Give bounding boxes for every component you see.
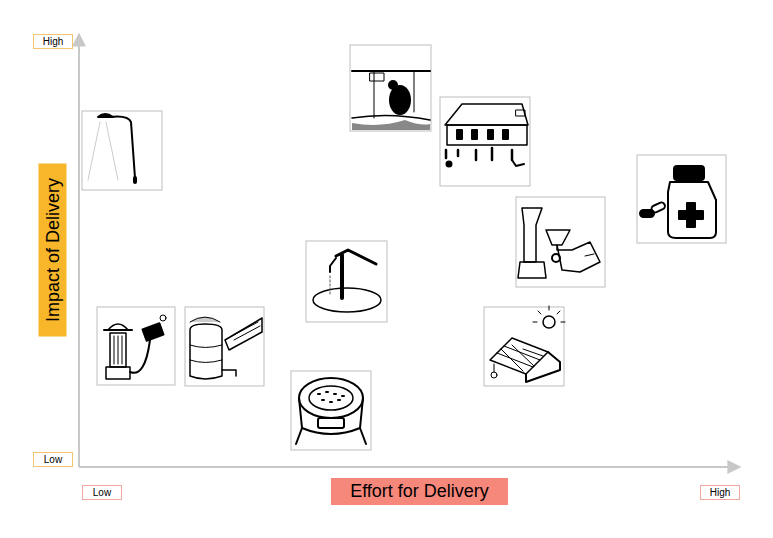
handwashing-icon	[352, 71, 430, 130]
axis-text: High	[43, 36, 64, 47]
hand-pump-icon	[313, 250, 381, 312]
y-axis	[78, 34, 80, 467]
solar-home-icon	[490, 306, 565, 382]
axis-max-label: High	[700, 485, 740, 500]
water-tank-icon	[190, 317, 262, 379]
axis-title: Effort for Delivery	[331, 478, 508, 505]
axis-title: Impact of Delivery	[38, 164, 66, 337]
cookstove-icon	[296, 378, 366, 444]
axis-text: High	[710, 487, 731, 498]
axis-max-label: High	[33, 34, 73, 49]
axis-text: Effort for Delivery	[350, 481, 489, 502]
axis-text: Low	[44, 454, 62, 465]
school-icon	[445, 104, 528, 167]
axis-min-label: Low	[82, 485, 122, 500]
medicine-icon	[640, 166, 716, 238]
solar-lantern-icon	[104, 315, 166, 379]
axis-text: Low	[93, 487, 111, 498]
x-axis	[79, 466, 740, 468]
icon-frames	[82, 45, 726, 450]
grain-mill-icon	[518, 208, 600, 278]
street-lamp-icon	[88, 114, 135, 182]
axis-text: Impact of Delivery	[42, 178, 63, 322]
axes	[79, 34, 740, 467]
axis-min-label: Low	[33, 452, 73, 467]
